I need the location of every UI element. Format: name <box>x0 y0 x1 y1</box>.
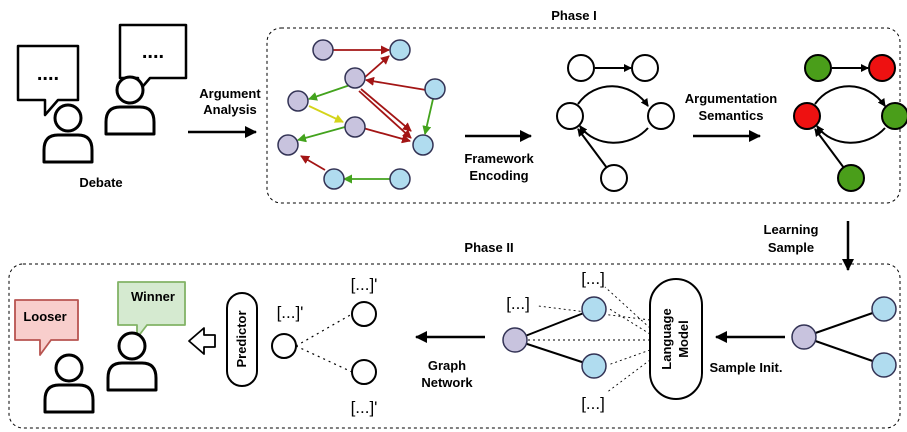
speech-text-right: .... <box>142 41 164 63</box>
attack-edge <box>814 128 845 169</box>
argument-node <box>277 134 299 156</box>
language-model-box <box>649 278 703 400</box>
output-arrow <box>188 327 216 355</box>
winner-label: Winner <box>131 289 175 304</box>
text-placeholder: [...] <box>581 269 605 288</box>
phase1-title: Phase I <box>551 8 597 23</box>
embedding-placeholder: [...]' <box>351 398 378 417</box>
conflict-edge <box>308 105 344 123</box>
support-edge <box>297 126 346 143</box>
argument-node <box>312 39 334 61</box>
winner-bubble <box>117 281 186 339</box>
embedded-node <box>271 333 297 359</box>
attack-edge <box>360 88 412 132</box>
person-icon <box>42 103 94 164</box>
attack-edge <box>577 128 608 169</box>
rejected-node <box>793 102 821 130</box>
argument-graph <box>277 39 446 190</box>
sample-init-label: Sample Init. <box>710 360 783 375</box>
accepted-node <box>881 102 907 130</box>
framework-node <box>631 54 659 82</box>
looser-label: Looser <box>23 309 66 324</box>
learning-sample-label-2: Sample <box>768 240 814 255</box>
argument-node <box>412 134 434 156</box>
debate-speakers: .... .... <box>16 23 188 164</box>
attack-edge <box>816 125 886 144</box>
attack-edge <box>365 76 427 91</box>
argument-node <box>871 352 897 378</box>
person-icon <box>43 353 95 414</box>
support-edge <box>422 98 434 135</box>
predictor-box <box>226 292 258 387</box>
initialized-graph <box>502 296 607 379</box>
language-model-label-1: Language <box>659 308 674 369</box>
edge <box>514 308 595 341</box>
argument-node <box>502 327 528 353</box>
attack-edge <box>358 90 412 139</box>
edge <box>803 336 885 366</box>
rejected-node <box>868 54 896 82</box>
framework-node <box>647 102 675 130</box>
graph-network-label-1: Graph <box>428 358 466 373</box>
argumentation-semantics-label-1: Argumentation <box>685 91 778 106</box>
phase1-box <box>266 27 901 204</box>
edge <box>803 308 885 338</box>
argument-node <box>581 296 607 322</box>
speech-text-left: .... <box>37 63 59 85</box>
text-placeholder: [...] <box>581 394 605 413</box>
language-model-label-2: Model <box>676 320 691 358</box>
embedded-node <box>351 301 377 327</box>
learning-sample-label-1: Learning <box>764 222 819 237</box>
embedding-placeholder: [...]' <box>351 275 378 294</box>
framework-encoding-label-2: Encoding <box>469 168 528 183</box>
argument-node <box>389 39 411 61</box>
attack-edge <box>300 155 326 171</box>
attack-edge <box>814 85 886 107</box>
framework-node <box>600 164 628 192</box>
person-icon <box>106 331 158 392</box>
debate-label: Debate <box>79 175 122 190</box>
predictor-label: Predictor <box>234 310 249 367</box>
attack-edge <box>577 85 649 107</box>
argument-analysis-label-1: Argument <box>199 86 261 101</box>
graph-network-label-2: Network <box>421 375 473 390</box>
argument-node <box>389 168 411 190</box>
argument-node <box>791 324 817 350</box>
framework-node <box>556 102 584 130</box>
argument-node <box>344 67 366 89</box>
framework-encoding-label-1: Framework <box>464 151 534 166</box>
embedded-graph <box>271 301 377 385</box>
attack-edge <box>363 55 390 79</box>
argumentation-semantics-label-2: Semantics <box>698 108 763 123</box>
sample-graph <box>791 296 897 378</box>
attack-edge <box>362 127 411 144</box>
embedding-placeholder: [...]' <box>277 303 304 322</box>
argument-node <box>323 168 345 190</box>
person-icon <box>104 75 156 136</box>
abstract-framework <box>556 54 675 192</box>
argument-node <box>871 296 897 322</box>
argument-node <box>287 90 309 112</box>
argument-analysis-label-2: Analysis <box>203 102 256 117</box>
argument-node <box>344 116 366 138</box>
text-placeholder: [...] <box>506 294 530 313</box>
phase2-title: Phase II <box>464 240 513 255</box>
argument-node <box>424 78 446 100</box>
edge <box>514 339 595 367</box>
accepted-node <box>804 54 832 82</box>
speech-bubble-left <box>16 44 80 117</box>
attack-edge <box>579 125 649 144</box>
argument-node <box>581 353 607 379</box>
outcome-speakers: Winner Looser <box>14 281 186 414</box>
framework-node <box>567 54 595 82</box>
accepted-node <box>837 164 865 192</box>
looser-bubble <box>14 299 79 356</box>
labelled-framework <box>793 54 907 192</box>
embedded-node <box>351 359 377 385</box>
